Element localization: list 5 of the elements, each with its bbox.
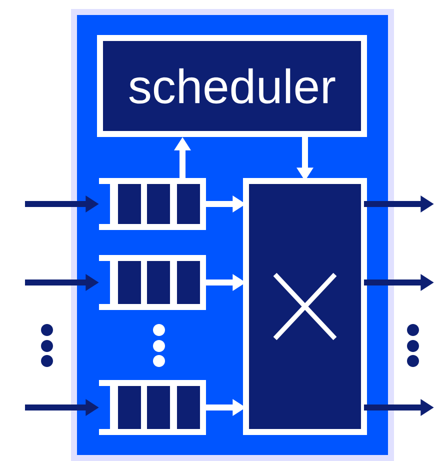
crossbar-box: [243, 178, 367, 435]
scheduler-box: scheduler: [97, 35, 367, 137]
queue-drawing: [99, 255, 206, 310]
queue-drawing: [99, 380, 206, 435]
queue-drawing: [99, 178, 206, 230]
